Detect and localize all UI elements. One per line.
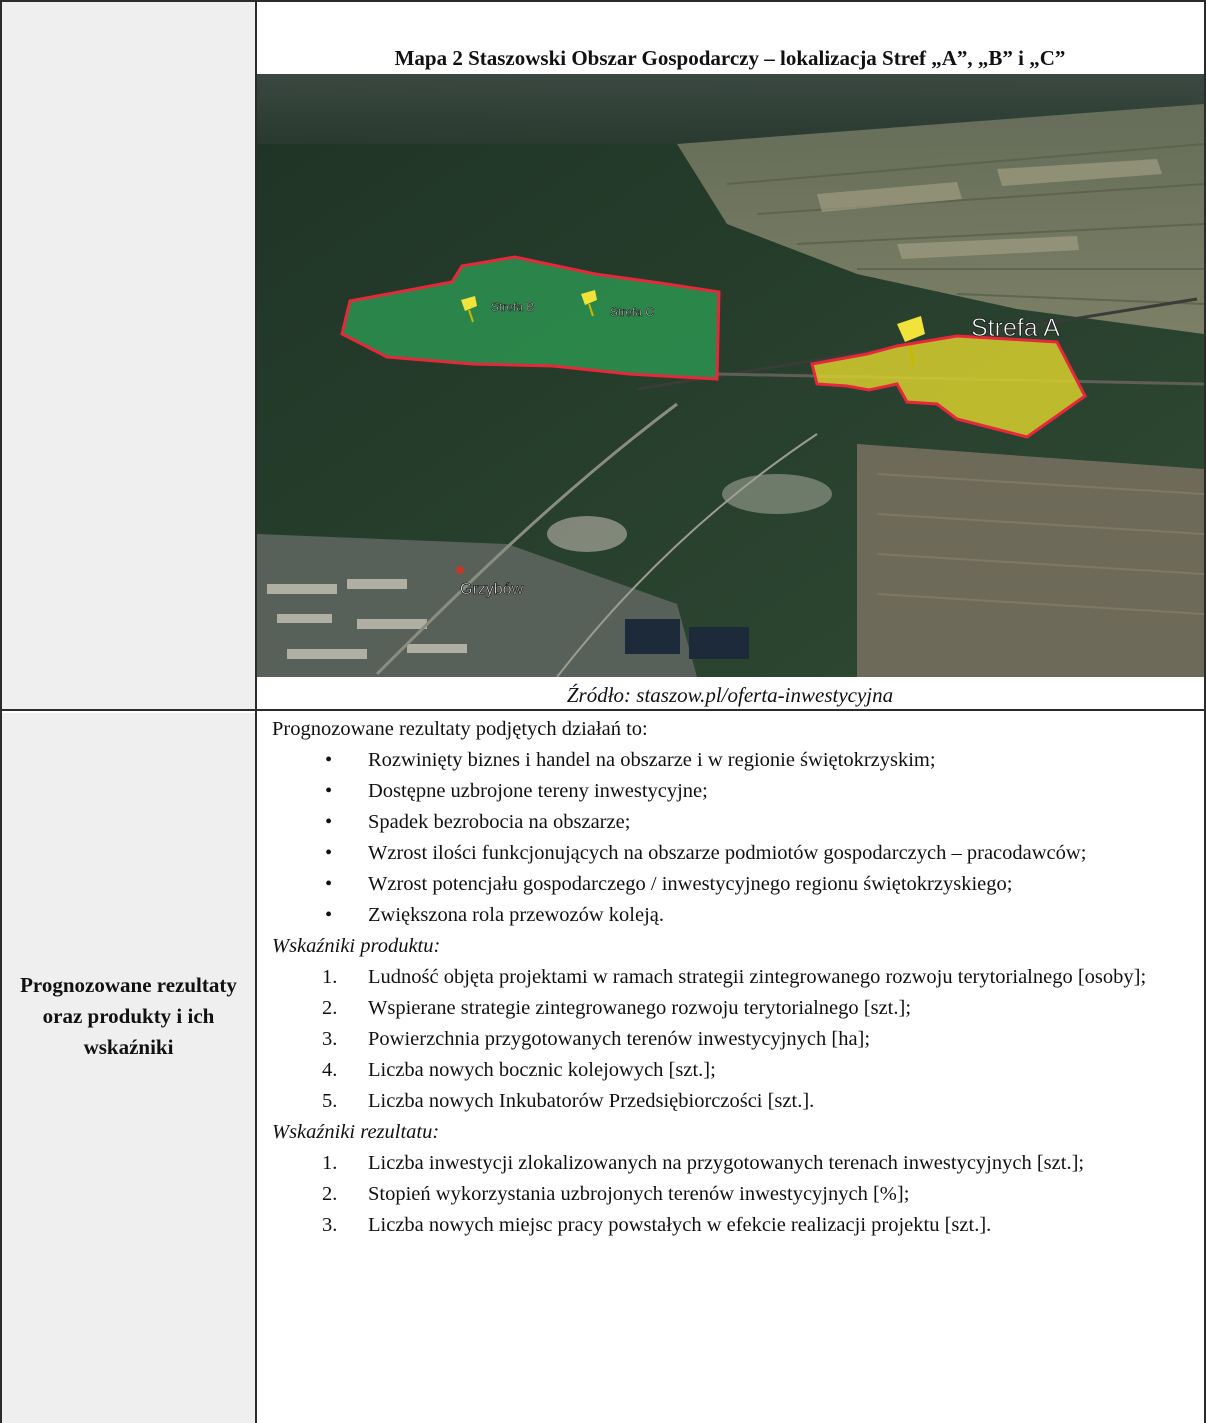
list-item: •Wzrost potencjału gospodarczego / inwes… bbox=[272, 869, 1202, 900]
list-item: •Dostępne uzbrojone tereny inwestycyjne; bbox=[272, 776, 1202, 807]
map-title: Mapa 2 Staszowski Obszar Gospodarczy – l… bbox=[394, 46, 1066, 70]
result-indicators-heading: Wskaźniki rezultatu: bbox=[272, 1121, 440, 1143]
bullet-icon: • bbox=[325, 873, 333, 895]
strefa-a-area bbox=[810, 334, 1087, 439]
results-content: Prognozowane rezultaty podjętych działań… bbox=[272, 714, 1202, 1241]
table-border-top bbox=[0, 0, 1206, 2]
label-grzybow: Grzybów bbox=[460, 581, 524, 598]
table-row-divider bbox=[0, 709, 1206, 711]
list-item: 3.Powierzchnia przygotowanych terenów in… bbox=[322, 1028, 871, 1050]
list-item: 2.Wspierane strategie zintegrowanego roz… bbox=[322, 997, 912, 1019]
list-item: •Zwiększona rola przewozów koleją. bbox=[272, 900, 1202, 931]
map-source: Źródło: staszow.pl/oferta-inwestycyjna bbox=[566, 683, 894, 707]
list-item: 1.Liczba inwestycji zlokalizowanych na p… bbox=[322, 1152, 1085, 1174]
bullet-icon: • bbox=[325, 780, 333, 802]
bullet-icon: • bbox=[325, 811, 333, 833]
aerial-map: Strefa B Strefa C Strefa A Grzybów bbox=[257, 74, 1204, 677]
list-item: •Rozwinięty biznes i handel na obszarze … bbox=[272, 745, 1202, 776]
results-intro: Prognozowane rezultaty podjętych działań… bbox=[272, 718, 648, 740]
list-item: 3.Liczba nowych miejsc pracy powstałych … bbox=[322, 1214, 992, 1236]
list-item: 5.Liczba nowych Inkubatorów Przedsiębior… bbox=[322, 1090, 815, 1112]
table-border-right bbox=[1204, 0, 1206, 1423]
table-border-middle bbox=[255, 0, 257, 1423]
list-item: •Spadek bezrobocia na obszarze; bbox=[272, 807, 1202, 838]
label-strefa-b: Strefa B bbox=[491, 300, 534, 314]
list-item: 2.Stopień wykorzystania uzbrojonych tere… bbox=[322, 1183, 910, 1205]
bullet-icon: • bbox=[325, 904, 333, 926]
result-indicators-list: 1.Liczba inwestycji zlokalizowanych na p… bbox=[272, 1148, 1202, 1241]
product-indicators-list: 1.Ludność objęta projektami w ramach str… bbox=[272, 962, 1202, 1117]
table-border-left bbox=[0, 0, 2, 1423]
product-indicators-heading: Wskaźniki produktu: bbox=[272, 935, 441, 957]
bullet-icon: • bbox=[325, 842, 333, 864]
pin-strefa-a-icon bbox=[897, 316, 925, 367]
pin-strefa-c-icon bbox=[581, 290, 597, 317]
list-item: 4.Liczba nowych bocznic kolejowych [szt.… bbox=[322, 1059, 716, 1081]
pin-strefa-b-icon bbox=[461, 296, 477, 323]
town-marker-icon bbox=[456, 566, 464, 574]
list-item: 1.Ludność objęta projektami w ramach str… bbox=[322, 966, 1147, 988]
left-cell-label-bg bbox=[2, 713, 255, 1423]
label-strefa-a: Strefa A bbox=[971, 314, 1060, 342]
row-label: Prognozowane rezultaty oraz produkty i i… bbox=[20, 973, 237, 1059]
results-bullet-list: •Rozwinięty biznes i handel na obszarze … bbox=[272, 745, 1202, 931]
strefa-bc-area bbox=[340, 255, 721, 381]
label-strefa-c: Strefa C bbox=[610, 305, 654, 319]
list-item: •Wzrost ilości funkcjonujących na obszar… bbox=[272, 838, 1202, 869]
bullet-icon: • bbox=[325, 749, 333, 771]
left-cell-empty bbox=[2, 2, 255, 709]
